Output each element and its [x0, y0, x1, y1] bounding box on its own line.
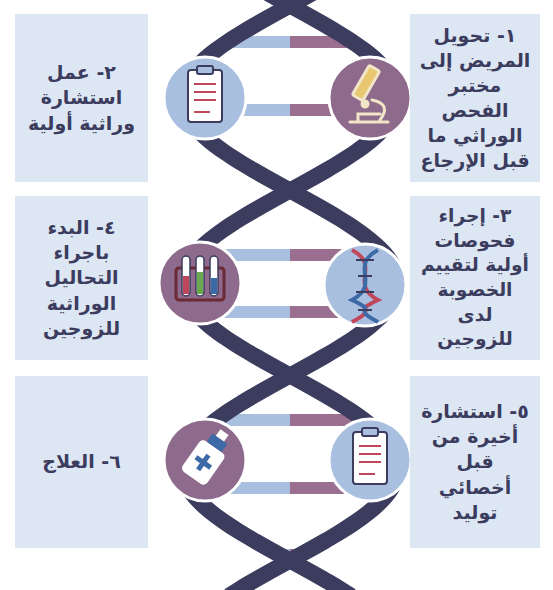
- step-text: ٢- عمل استشارة وراثية أولية: [23, 60, 140, 135]
- step-box: ٣- إجراء فحوصات أولية لتقييم الخصوبة لدى…: [410, 196, 540, 360]
- step-box: ٥- استشارة أخيرة من قبل أخصائي توليد: [410, 376, 540, 548]
- step-box: ٢- عمل استشارة وراثية أولية: [15, 14, 148, 182]
- step-box: ١- تحويل المريض إلى مختبر الفحص الوراثي …: [410, 14, 540, 182]
- step-text: ٦- العلاج: [42, 449, 121, 474]
- step-text: ١- تحويل المريض إلى مختبر الفحص الوراثي …: [418, 23, 532, 173]
- step-text: ٤- البدء باجراء التحاليل الوراثية للزوجي…: [23, 215, 140, 340]
- step-text: ٣- إجراء فحوصات أولية لتقييم الخصوبة لدى…: [418, 204, 532, 351]
- step-text: ٥- استشارة أخيرة من قبل أخصائي توليد: [418, 399, 532, 524]
- step-box: ٦- العلاج: [15, 376, 148, 548]
- step-box: ٤- البدء باجراء التحاليل الوراثية للزوجي…: [15, 196, 148, 360]
- icon-circle: [159, 57, 411, 501]
